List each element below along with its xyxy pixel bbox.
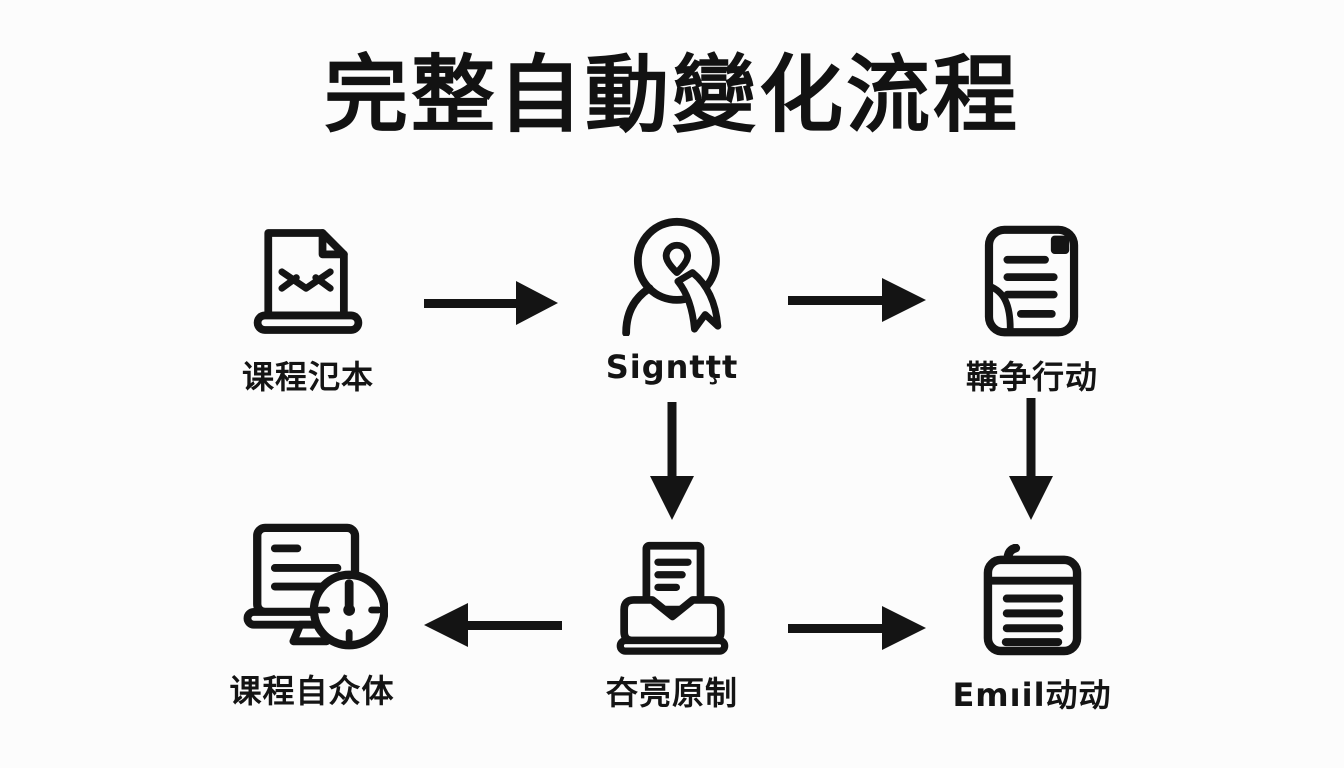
node-print: 夻亮原制 (532, 538, 812, 714)
note-document-icon (981, 222, 1083, 340)
node-label: 鞲争行动 (965, 358, 1098, 396)
arrow-left-print-to-media (424, 600, 562, 654)
node-label: 课程自众体 (229, 672, 395, 710)
node-label: Emıil动动 (952, 676, 1112, 714)
arrow-down-action-to-email (1006, 398, 1056, 524)
node-label: 课程氾本 (241, 358, 374, 396)
node-sign: Signtţt (532, 217, 812, 386)
arrow-down-sign-to-print (647, 402, 697, 524)
arrow-right-print-to-email (788, 603, 926, 657)
node-media: 课程自众体 (172, 523, 452, 712)
arrow-right-sign-to-action (788, 275, 926, 329)
script-document-icon (245, 222, 371, 340)
node-script: 课程氾本 (168, 222, 448, 398)
printer-icon (610, 538, 734, 656)
diagram-title: 完整自動變化流程 (323, 46, 1020, 144)
node-email: Emıil动动 (892, 540, 1172, 716)
monitor-clock-icon (236, 523, 388, 654)
person-badge-icon (605, 217, 740, 336)
node-label: Signtţt (605, 348, 739, 386)
node-action: 鞲争行动 (892, 222, 1172, 398)
notepad-icon (980, 540, 1084, 658)
arrow-right-script-to-sign (424, 278, 558, 332)
node-label: 夻亮原制 (605, 674, 738, 712)
